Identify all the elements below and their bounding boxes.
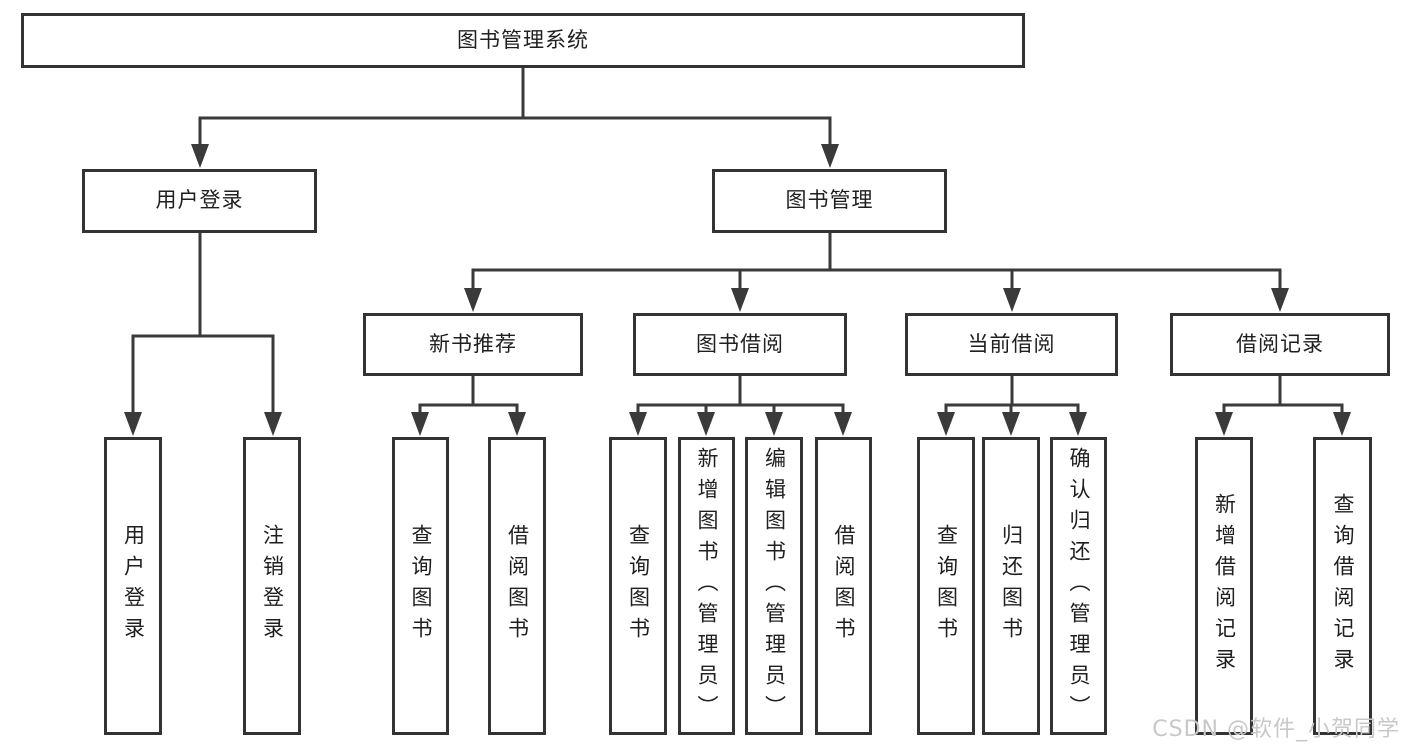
leaf-return-books: 归还图书 <box>982 437 1040 735</box>
leaf-borrow-books-recommend: 借阅图书 <box>488 437 546 735</box>
leaf-add-borrow-record: 新增借阅记录 <box>1195 437 1253 735</box>
node-current-borrowing: 当前借阅 <box>905 313 1118 376</box>
leaf-query-books-recommend: 查询图书 <box>392 437 449 735</box>
leaf-confirm-return-admin: 确认归还（管理员） <box>1050 437 1107 735</box>
leaf-query-books-borrowing: 查询图书 <box>609 437 667 735</box>
leaf-user-login: 用户登录 <box>104 437 162 735</box>
leaf-query-books-current: 查询图书 <box>917 437 975 735</box>
csdn-watermark: CSDN @软件_小贺同学 <box>1152 717 1400 742</box>
node-root: 图书管理系统 <box>21 13 1025 68</box>
node-borrowing-records: 借阅记录 <box>1170 313 1390 376</box>
node-new-book-recommendation: 新书推荐 <box>363 313 583 376</box>
node-book-borrowing: 图书借阅 <box>633 313 847 376</box>
leaf-edit-books-admin: 编辑图书（管理员） <box>745 437 803 735</box>
leaf-add-books-admin: 新增图书（管理员） <box>678 437 735 735</box>
leaf-query-borrow-record: 查询借阅记录 <box>1313 437 1372 735</box>
leaf-borrow-books: 借阅图书 <box>815 437 872 735</box>
leaf-logout: 注销登录 <box>243 437 301 735</box>
node-book-management: 图书管理 <box>712 169 947 233</box>
node-user-login: 用户登录 <box>82 169 317 233</box>
